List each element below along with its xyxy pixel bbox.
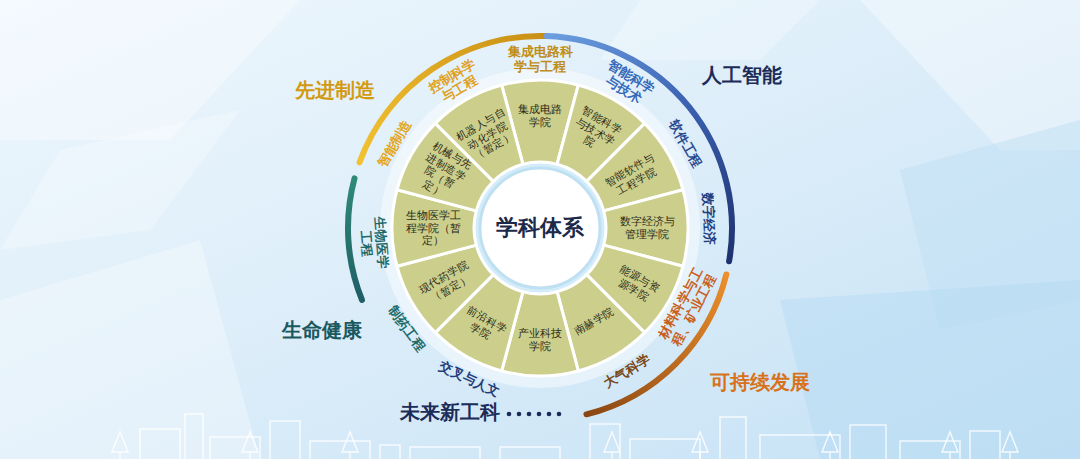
skyline-tree [112, 432, 128, 459]
ellipsis-dot [517, 412, 522, 417]
discipline-label: 集成电路科学与工程 [506, 45, 574, 75]
skyline-building [185, 414, 203, 459]
skyline-tree [822, 432, 838, 459]
ellipsis-dot [507, 412, 512, 417]
category-label: 生命健康 [282, 317, 362, 344]
circle-outline [480, 168, 600, 288]
skyline-building [140, 429, 180, 459]
category-label: 未来新工科 [400, 399, 500, 426]
discipline-label: 生物医学工程 [355, 213, 390, 271]
background-panel [780, 280, 1080, 459]
skyline-building [270, 421, 300, 459]
background-panel [0, 240, 260, 459]
category-label: 可持续发展 [710, 369, 810, 396]
skyline-building [900, 441, 960, 459]
ellipsis-dot [557, 412, 562, 417]
discipline-label: 数字经济 [699, 191, 717, 248]
college-name: 生物医学工程学院（暂定） [405, 209, 461, 247]
skyline-building [630, 439, 700, 459]
skyline-tree [604, 432, 620, 459]
college-name: 数字经济与管理学院 [619, 215, 675, 240]
background-panel [0, 110, 240, 250]
wheel-glow [380, 68, 700, 388]
skyline-tree [692, 432, 708, 459]
skyline-building [380, 445, 400, 459]
background-panel [860, 0, 1080, 150]
skyline-building [970, 431, 1000, 459]
skyline-tree [342, 432, 358, 459]
college-name: 产业科技学院 [518, 327, 562, 352]
skyline-building [590, 424, 620, 459]
skyline-tree [942, 432, 958, 459]
category-label: 人工智能 [702, 62, 782, 89]
skyline-building [210, 437, 260, 459]
background-panel [600, 0, 820, 60]
skyline-building [410, 447, 480, 459]
ellipsis-dot [537, 412, 542, 417]
skyline-tree [242, 432, 258, 459]
ellipsis-dot [527, 412, 532, 417]
skyline-building [850, 425, 886, 459]
category-label: 先进制造 [295, 77, 375, 104]
skyline-building [500, 447, 560, 459]
ellipsis-dot [547, 412, 552, 417]
college-name: 集成电路学院 [518, 103, 562, 128]
center-title: 学科体系 [496, 213, 584, 243]
background-panel [0, 0, 300, 140]
skyline-building [720, 417, 746, 459]
center-circle: 学科体系 [478, 166, 602, 290]
skyline-building [310, 441, 370, 459]
skyline-tree [1002, 432, 1018, 459]
